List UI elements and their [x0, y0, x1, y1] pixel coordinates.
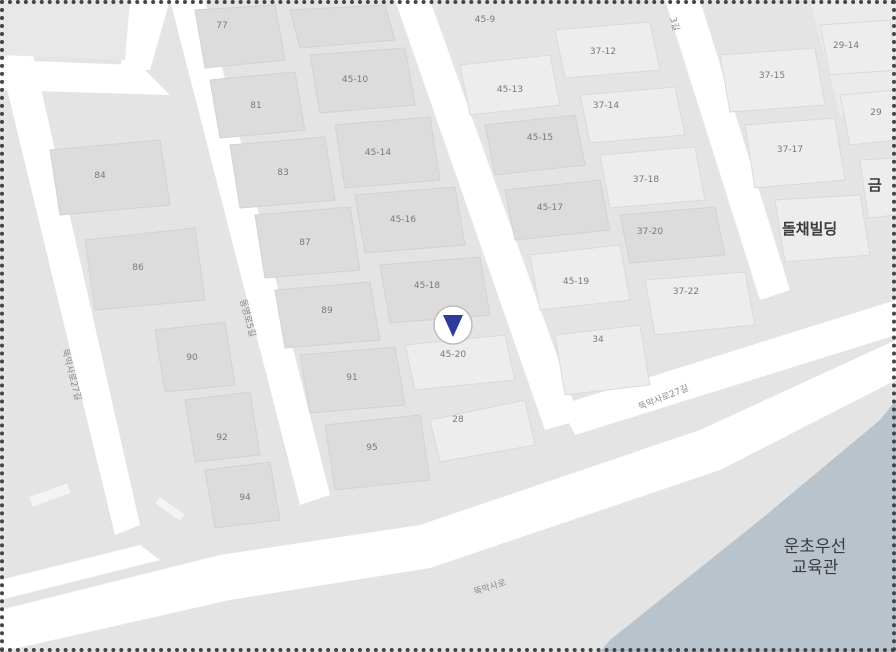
navigation-arrow-icon — [443, 315, 463, 337]
parcel-84[interactable] — [49, 139, 171, 216]
parcel-label: 45-9 — [475, 15, 496, 25]
road-label-3gil: 3길 — [667, 16, 681, 32]
parcel-label: 37-22 — [673, 287, 699, 297]
building-name-geum: 금 — [868, 176, 882, 194]
parcel-label: 37-20 — [637, 227, 663, 237]
parcel-45-14[interactable] — [334, 116, 441, 189]
parcel-45-9[interactable] — [289, 4, 396, 49]
parcel-45-13[interactable] — [459, 54, 561, 116]
parcel-label: 37-17 — [777, 145, 803, 155]
road-strip — [155, 497, 185, 521]
parcel-label: 45-13 — [497, 85, 523, 95]
parcel-label: 45-16 — [390, 215, 416, 225]
parcel-label: 81 — [250, 101, 261, 111]
parcel-labels: 77 81 83 87 89 91 95 84 86 90 92 94 45-9 45-10 45-14 45… — [94, 15, 882, 503]
parcel-label: 37-15 — [759, 71, 785, 81]
parcel-label: 45-17 — [537, 203, 563, 213]
parcel-86[interactable] — [84, 227, 206, 311]
parcel-label: 34 — [592, 335, 604, 345]
parcel-45-15[interactable] — [484, 114, 586, 176]
road-strip — [29, 483, 71, 507]
parcel-37-18[interactable] — [599, 146, 706, 209]
parcel-37-12[interactable] — [554, 21, 661, 79]
building-name-dolchae: 돌채빌딩 — [782, 220, 837, 238]
parcel-91[interactable] — [299, 346, 406, 414]
water-area — [600, 400, 896, 652]
parcel-77[interactable] — [194, 4, 286, 69]
parcel-94[interactable] — [204, 461, 281, 529]
parcel-label: 45-19 — [563, 277, 589, 287]
parcel-37-14[interactable] — [579, 86, 686, 144]
parcel-label: 86 — [132, 263, 144, 273]
parcel-37-22[interactable] — [644, 271, 756, 336]
parcel-label: 83 — [277, 168, 288, 178]
parcel-29-14[interactable] — [819, 19, 896, 76]
parcel-label: 37-14 — [593, 101, 619, 111]
parcel-label: 29-14 — [833, 41, 859, 51]
parcel-83[interactable] — [229, 136, 336, 209]
parcel-95[interactable] — [324, 414, 431, 491]
parcel-label: 45-15 — [527, 133, 553, 143]
parcel-90[interactable] — [154, 321, 236, 393]
parcel-label: 45-14 — [365, 148, 391, 158]
parcel-label: 77 — [216, 21, 227, 31]
parcel-45-16[interactable] — [354, 186, 466, 254]
parcel-label: 92 — [216, 433, 227, 443]
marker-label: 45-20 — [440, 350, 466, 360]
parcel-45-10[interactable] — [309, 47, 416, 114]
parcel-37-15[interactable] — [719, 47, 826, 113]
parcel-label: 95 — [366, 443, 377, 453]
parcel-37-17[interactable] — [744, 117, 846, 189]
parcel-label: 91 — [346, 373, 357, 383]
water-notch — [850, 455, 890, 485]
parcel-label: 37-18 — [633, 175, 659, 185]
parcel-45-19[interactable] — [529, 244, 631, 311]
parcel-28[interactable] — [429, 399, 536, 463]
parcel-87[interactable] — [254, 206, 361, 279]
parcel-37-20[interactable] — [619, 206, 726, 264]
parcel-45-17[interactable] — [504, 179, 611, 241]
parcel-label: 84 — [94, 171, 106, 181]
block-top-left — [0, 0, 130, 60]
parcel-81[interactable] — [209, 71, 306, 139]
parcel-45-18[interactable] — [379, 256, 491, 324]
building-geum[interactable] — [859, 157, 896, 219]
poi-name-line2: 교육관 — [792, 558, 839, 578]
parcel-label: 45-10 — [342, 75, 368, 85]
parcel-45-20[interactable] — [404, 334, 516, 391]
parcel-label: 87 — [299, 238, 310, 248]
parcel-label: 94 — [239, 493, 251, 503]
parcel-label: 28 — [452, 415, 464, 425]
parcel-92[interactable] — [184, 391, 261, 463]
parcel-label: 37-12 — [590, 47, 616, 57]
parcel-label: 45-18 — [414, 281, 440, 291]
parcel-label: 29 — [870, 108, 882, 118]
parcel-89[interactable] — [274, 281, 381, 349]
parcel-label: 89 — [321, 306, 333, 316]
parcel-34[interactable] — [554, 324, 651, 396]
poi-name-line1: 운초우선 — [784, 537, 847, 557]
location-marker[interactable] — [433, 305, 473, 345]
parcel-29[interactable] — [839, 89, 896, 146]
parcel-label: 90 — [186, 353, 198, 363]
building-dolchae[interactable] — [774, 194, 871, 263]
